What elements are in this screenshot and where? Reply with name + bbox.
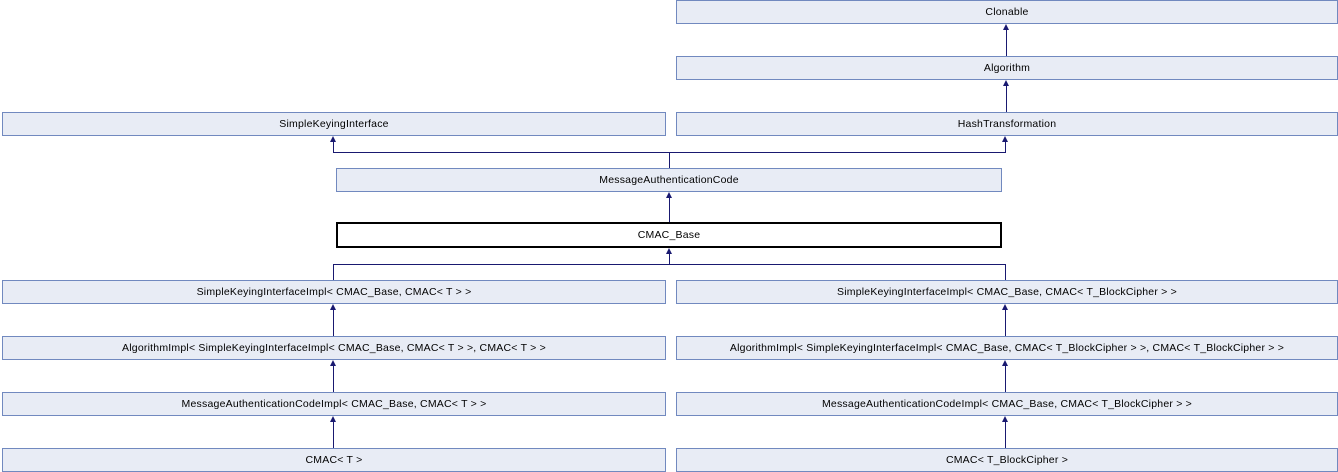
edge-algoimpl-to-skiimpl-t <box>333 310 334 336</box>
arrowhead-cmacbase-to-mac <box>666 192 672 198</box>
arrowhead-algorithm-to-clonable <box>1003 24 1009 30</box>
class-node-algorithmimpl-t[interactable]: AlgorithmImpl< SimpleKeyingInterfaceImpl… <box>2 336 666 360</box>
arrowhead-algoimpl-to-skiimpl-bc <box>1002 304 1008 310</box>
class-node-simplekeyinginterfaceimpl-blockcipher[interactable]: SimpleKeyingInterfaceImpl< CMAC_Base, CM… <box>676 280 1338 304</box>
edge-bus-cmacbase-children <box>333 264 1006 265</box>
edge-bus-mac-stem <box>669 152 670 168</box>
edge-mac-to-simplekeyinginterface <box>333 142 334 153</box>
class-node-simplekeyinginterfaceimpl-t[interactable]: SimpleKeyingInterfaceImpl< CMAC_Base, CM… <box>2 280 666 304</box>
arrowhead-cmacbase-children <box>666 248 672 254</box>
edge-drop-to-ski-impl-bc <box>1005 264 1006 280</box>
arrowhead-hashtransformation-to-algorithm <box>1003 80 1009 86</box>
arrowhead-algoimpl-to-skiimpl-t <box>330 304 336 310</box>
class-node-algorithmimpl-blockcipher[interactable]: AlgorithmImpl< SimpleKeyingInterfaceImpl… <box>676 336 1338 360</box>
class-node-messageauthenticationcodeimpl-blockcipher[interactable]: MessageAuthenticationCodeImpl< CMAC_Base… <box>676 392 1338 416</box>
class-node-algorithm[interactable]: Algorithm <box>676 56 1338 80</box>
arrowhead-cmacbc-to-macimpl-bc <box>1002 416 1008 422</box>
edge-cmact-to-macimpl-t <box>333 422 334 448</box>
edge-algorithm-to-clonable <box>1006 30 1007 56</box>
arrowhead-macimpl-to-algoimpl-bc <box>1002 360 1008 366</box>
edge-cmacbase-child-stem <box>669 254 670 264</box>
class-node-hashtransformation[interactable]: HashTransformation <box>676 112 1338 136</box>
edge-hashtransformation-to-algorithm <box>1006 86 1007 112</box>
class-node-cmac-base[interactable]: CMAC_Base <box>336 222 1002 248</box>
arrowhead-cmact-to-macimpl-t <box>330 416 336 422</box>
class-node-simplekeyinginterface[interactable]: SimpleKeyingInterface <box>2 112 666 136</box>
class-node-clonable[interactable]: Clonable <box>676 0 1338 24</box>
edge-cmacbase-to-mac <box>669 198 670 222</box>
class-node-messageauthenticationcodeimpl-t[interactable]: MessageAuthenticationCodeImpl< CMAC_Base… <box>2 392 666 416</box>
edge-mac-to-hashtransformation <box>1005 142 1006 153</box>
edge-algoimpl-to-skiimpl-bc <box>1005 310 1006 336</box>
class-node-messageauthenticationcode[interactable]: MessageAuthenticationCode <box>336 168 1002 192</box>
arrowhead-mac-to-simplekeyinginterface <box>330 136 336 142</box>
arrowhead-macimpl-to-algoimpl-t <box>330 360 336 366</box>
edge-drop-to-ski-impl-t <box>333 264 334 280</box>
class-node-cmac-blockcipher[interactable]: CMAC< T_BlockCipher > <box>676 448 1338 472</box>
edge-macimpl-to-algoimpl-bc <box>1005 366 1006 392</box>
arrowhead-mac-to-hashtransformation <box>1002 136 1008 142</box>
edge-macimpl-to-algoimpl-t <box>333 366 334 392</box>
class-node-cmac-t[interactable]: CMAC< T > <box>2 448 666 472</box>
edge-cmacbc-to-macimpl-bc <box>1005 422 1006 448</box>
